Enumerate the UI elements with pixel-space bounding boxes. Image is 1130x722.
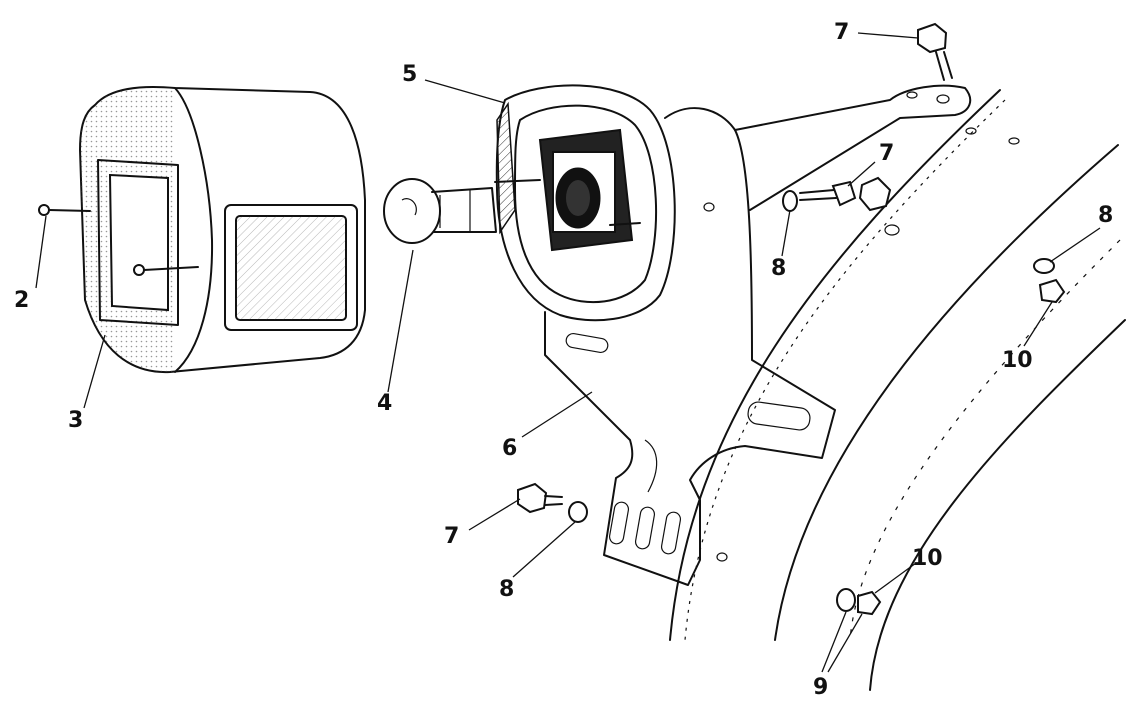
- bulb: [383, 178, 497, 244]
- leader-lines: [35, 32, 1101, 673]
- callout-9: 9: [813, 675, 829, 700]
- callout-5: 5: [402, 62, 418, 87]
- reflector-housing: [494, 84, 676, 322]
- callout-4: 4: [377, 391, 393, 416]
- callout-8-right: 8: [1098, 203, 1114, 228]
- callout-10-bottom: 10: [912, 546, 943, 571]
- callout-6: 6: [502, 436, 518, 461]
- washer: [568, 190, 1055, 612]
- fender: [669, 89, 1126, 691]
- mounting-bracket: [544, 84, 1020, 586]
- callout-2: 2: [14, 288, 30, 313]
- lens-screw: [38, 204, 199, 276]
- callout-10-right: 10: [1002, 348, 1033, 373]
- callout-8-mid: 8: [771, 256, 787, 281]
- bolt: [517, 22, 953, 514]
- callout-7-bottom: 7: [444, 524, 460, 549]
- callout-3: 3: [68, 408, 84, 433]
- callout-7-top: 7: [834, 20, 850, 45]
- lamp-lens-cover: [79, 85, 366, 374]
- callout-7-mid: 7: [879, 141, 895, 166]
- callout-8-bottom: 8: [499, 577, 515, 602]
- nut: [857, 176, 1066, 616]
